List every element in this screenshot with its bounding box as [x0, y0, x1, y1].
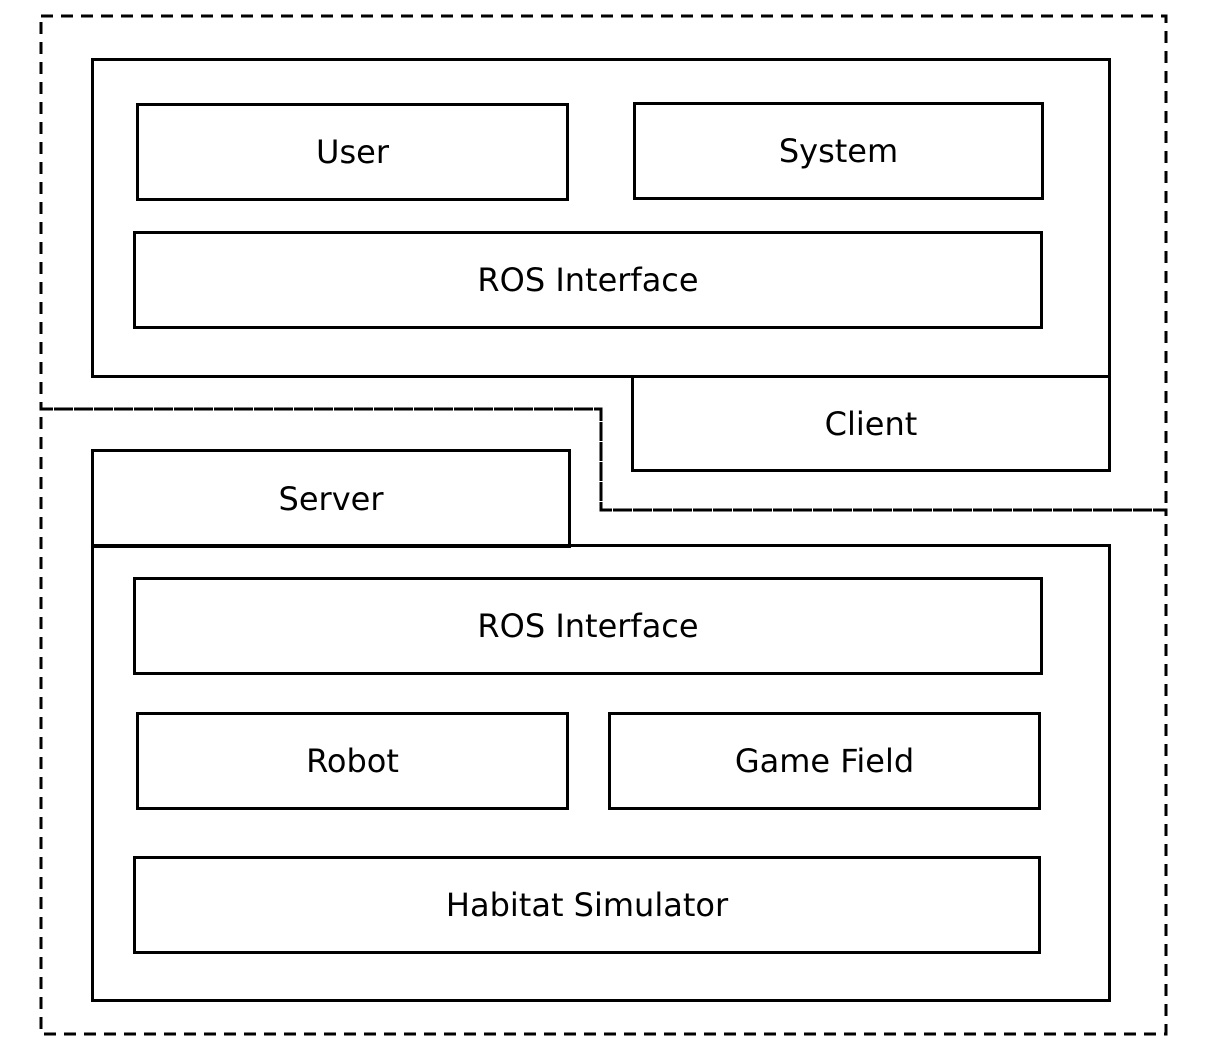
- server-ros-interface-box: ROS Interface: [133, 577, 1043, 675]
- client-tab: Client: [631, 375, 1111, 472]
- game-field-label: Game Field: [734, 742, 915, 780]
- habitat-simulator-box: Habitat Simulator: [133, 856, 1041, 954]
- system-label: System: [778, 132, 899, 170]
- habitat-simulator-label: Habitat Simulator: [445, 886, 729, 924]
- user-label: User: [316, 133, 389, 171]
- client-ros-interface-box: ROS Interface: [133, 231, 1043, 329]
- system-box: System: [633, 102, 1044, 200]
- server-container: [91, 544, 1111, 1002]
- server-label: Server: [278, 479, 384, 518]
- game-field-box: Game Field: [608, 712, 1041, 810]
- user-box: User: [136, 103, 569, 201]
- server-tab: Server: [91, 449, 571, 548]
- robot-label: Robot: [306, 742, 399, 780]
- client-label: Client: [824, 404, 918, 443]
- client-ros-interface-label: ROS Interface: [477, 261, 699, 299]
- server-dashed-boundary: [39, 407, 1168, 1036]
- server-ros-interface-label: ROS Interface: [477, 607, 699, 645]
- robot-box: Robot: [136, 712, 569, 810]
- client-container: [91, 58, 1111, 378]
